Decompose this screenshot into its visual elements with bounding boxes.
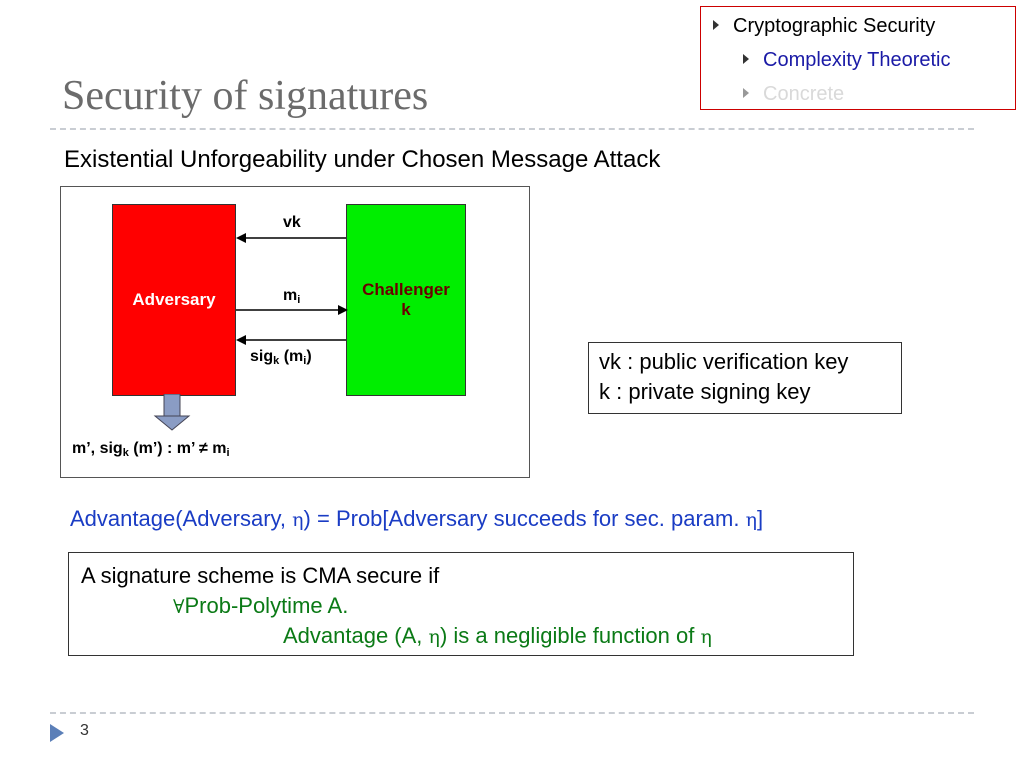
footer-divider [50,712,974,714]
cma-definition-box: A signature scheme is CMA secure if ∀Pro… [68,552,854,656]
footer-triangle-icon [50,724,64,742]
outline-box: Cryptographic Security Complexity Theore… [700,6,1016,110]
challenger-box [346,204,466,396]
slide-title: Security of signatures [62,73,429,119]
bullet-triangle-icon [743,53,749,64]
outline-item-label: Cryptographic Security [733,15,936,37]
advantage-definition: Advantage(Adversary, η) = Prob[Adversary… [70,506,764,531]
cma-definition-line2: ∀Prob-Polytime A. [173,593,349,618]
signature-arrow-label: sigk (mi) [250,348,312,367]
cma-definition-line3: Advantage (A, η) is a negligible functio… [283,623,712,648]
key-legend-k: k : private signing key [599,379,811,404]
outline-item-cryptographic-security[interactable]: Cryptographic Security [713,15,935,38]
adversary-label: Adversary [132,290,216,309]
vk-arrow [236,233,346,243]
key-legend-box: vk : public verification key k : private… [588,342,902,414]
page-number: 3 [80,722,89,739]
outline-item-label: Complexity Theoretic [763,49,951,71]
cma-definition-line1: A signature scheme is CMA secure if [81,563,440,588]
bullet-triangle-icon [713,19,719,30]
vk-arrow-label: vk [283,214,301,231]
challenger-label: Challenger k [346,280,466,320]
output-down-arrow-icon [153,394,191,431]
outline-item-complexity-theoretic[interactable]: Complexity Theoretic [743,49,950,72]
outline-item-concrete[interactable]: Concrete [743,83,844,106]
forgery-output-label: m’, sigk (m’) : m’ ≠ mi [72,440,230,459]
challenger-label-line1: Challenger [362,280,450,299]
challenger-label-line2: k [401,300,411,319]
message-arrows [236,233,348,345]
bullet-triangle-icon [743,87,749,98]
slide-subtitle: Existential Unforgeability under Chosen … [64,146,661,173]
message-arrow [236,305,348,315]
title-divider [50,128,974,130]
adversary-box [112,204,236,396]
key-legend-vk: vk : public verification key [599,349,849,374]
outline-item-label: Concrete [763,83,845,105]
signature-arrow [236,335,346,345]
message-arrow-label: mi [283,287,301,306]
